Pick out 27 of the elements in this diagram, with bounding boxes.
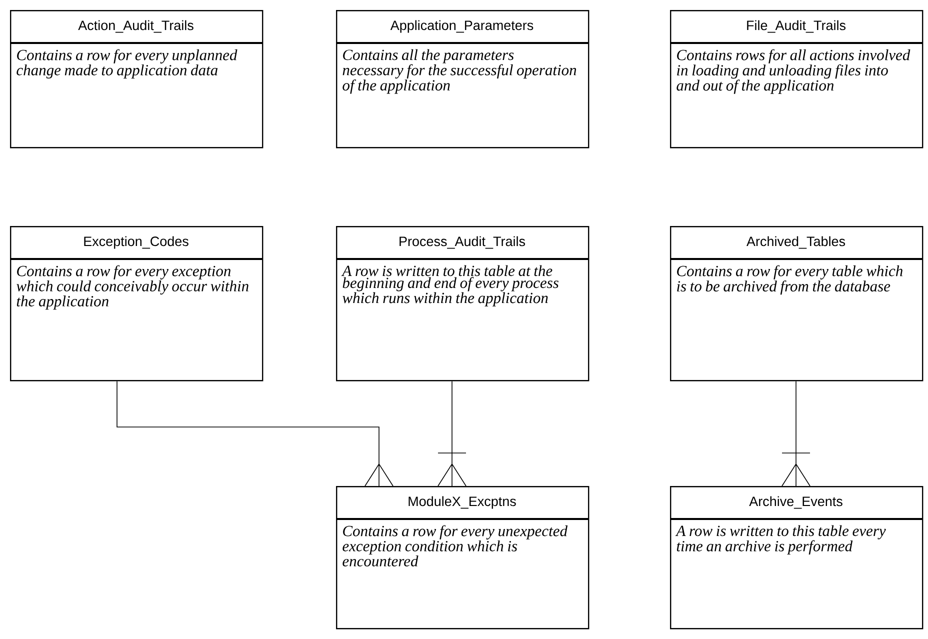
table-description: Contains rows for all actions involved in loading and unloading files into and out of the application: [676, 49, 910, 94]
relationship-line: [782, 380, 810, 486]
table-description: A row is written to this table every time an archive is performed: [675, 525, 886, 554]
table-name: File_Audit_Trails: [747, 20, 846, 33]
entity-box: [10, 226, 264, 382]
relationship-line: [116, 380, 394, 486]
table-description: Contains a row for every table which is to be archived from the database: [677, 265, 902, 295]
table-name: Archive_Events: [749, 496, 842, 509]
table-name: ModuleX_Excptns: [408, 496, 516, 509]
table-description: Contains a row for every exception which could conceivably occur within the application: [16, 265, 248, 310]
table-description: Contains a row for every unplanned change made to application data: [16, 49, 238, 78]
entity-box: [336, 486, 590, 630]
table-name: Exception_Codes: [84, 236, 188, 249]
entity-box: [336, 10, 590, 148]
table-description: Contains all the parameters necessary for the successful operation of the application: [342, 49, 576, 94]
entity-box: [670, 226, 924, 382]
entity-box: [336, 226, 590, 382]
table-name: Process_Audit_Trails: [400, 236, 526, 249]
table-name: Action_Audit_Trails: [78, 20, 194, 33]
table-name: Archived_Tables: [746, 236, 846, 249]
table-description: A row is written to this table at the beginning and end of every process which runs within the application: [341, 265, 558, 306]
table-description: Contains a row for every unexpected exception condition which is encountered: [342, 525, 568, 566]
relationship-line: [438, 380, 466, 486]
table-name: Application_Parameters: [390, 20, 534, 33]
entity-box: [670, 486, 924, 630]
entity-box: [670, 10, 924, 148]
entity-box: [10, 10, 264, 148]
